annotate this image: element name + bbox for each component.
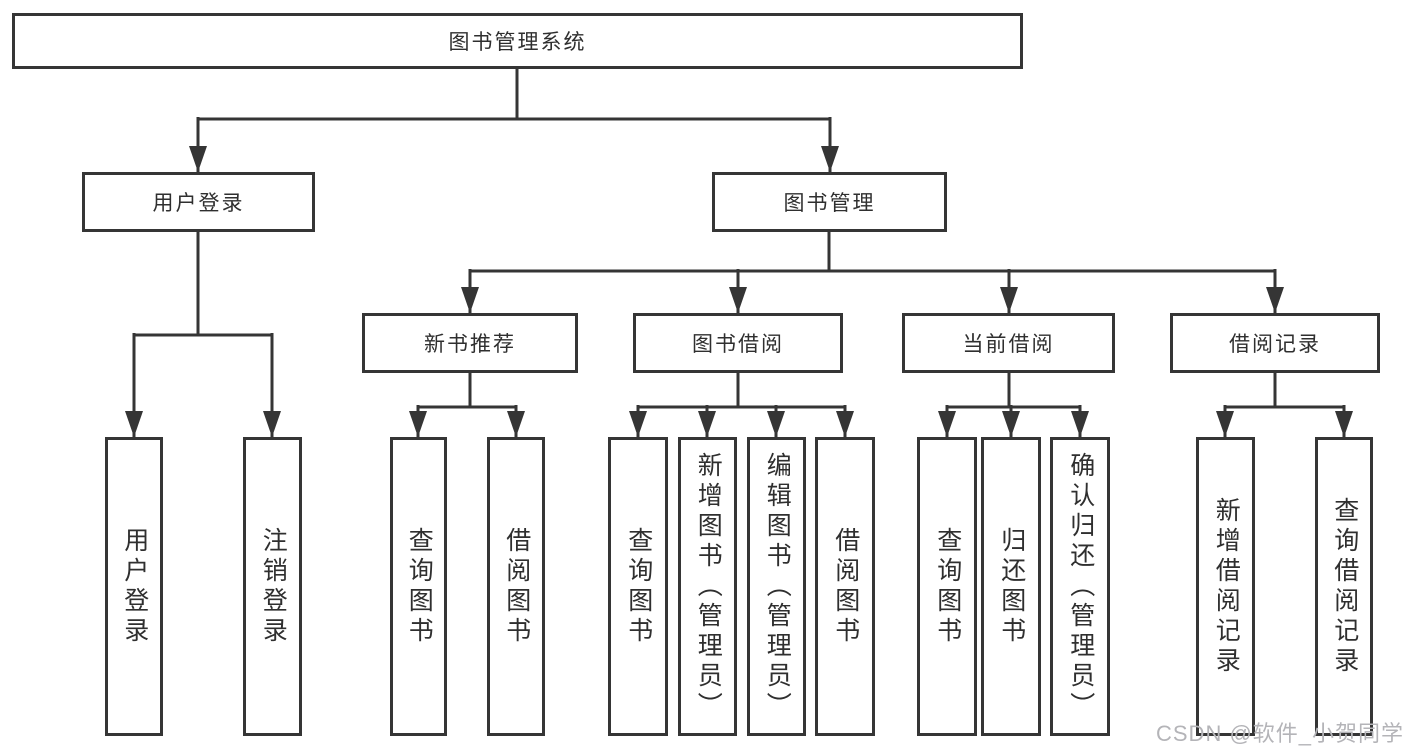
node-leaf-logout: 注销登录 xyxy=(243,437,302,736)
node-leaf-query-books-current: 查询图书 xyxy=(917,437,977,736)
node-new-book-recommendation: 新书推荐 xyxy=(362,313,578,373)
node-book-borrowing: 图书借阅 xyxy=(633,313,843,373)
node-current-borrowing: 当前借阅 xyxy=(902,313,1115,373)
node-borrowing-records: 借阅记录 xyxy=(1170,313,1380,373)
node-book-management: 图书管理 xyxy=(712,172,947,232)
node-user-login: 用户登录 xyxy=(82,172,315,232)
watermark-csdn: CSDN @软件_小贺同学 xyxy=(1156,721,1405,746)
node-leaf-borrow-books-borrowing: 借阅图书 xyxy=(815,437,875,736)
node-leaf-return-books: 归还图书 xyxy=(981,437,1041,736)
node-leaf-query-books-borrowing: 查询图书 xyxy=(608,437,668,736)
node-leaf-query-borrow-record: 查询借阅记录 xyxy=(1315,437,1373,736)
node-leaf-user-login: 用户登录 xyxy=(105,437,163,736)
node-leaf-query-books-recommend: 查询图书 xyxy=(390,437,447,736)
node-leaf-confirm-return-admin: 确认归还（管理员） xyxy=(1050,437,1110,736)
node-leaf-add-books-admin: 新增图书（管理员） xyxy=(678,437,737,736)
node-leaf-add-borrow-record: 新增借阅记录 xyxy=(1196,437,1255,736)
node-leaf-borrow-books-recommend: 借阅图书 xyxy=(487,437,545,736)
node-root-library-management-system: 图书管理系统 xyxy=(12,13,1023,69)
node-leaf-edit-books-admin: 编辑图书（管理员） xyxy=(747,437,806,736)
